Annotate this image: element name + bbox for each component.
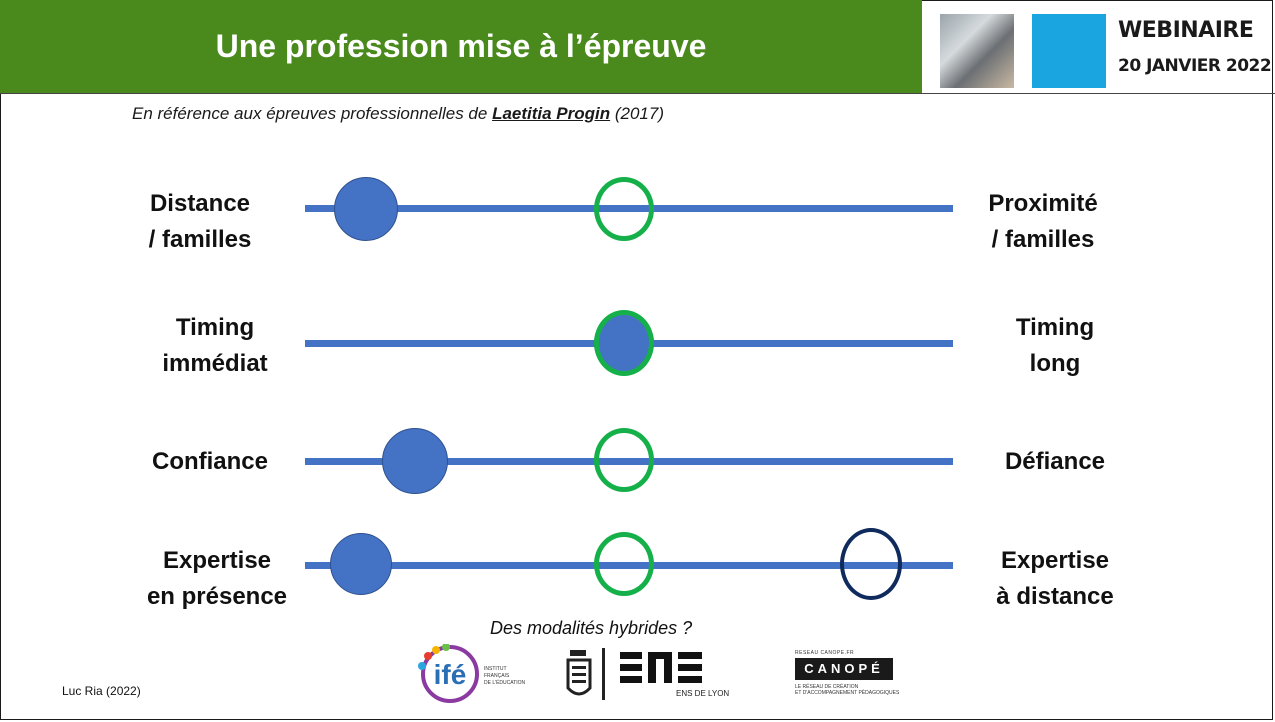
header-divider: [0, 93, 1275, 94]
scale-3-right-line1: Défiance: [1004, 448, 1106, 475]
scale-1-position-dot: [334, 177, 398, 241]
scale-2-right-line2: long: [1029, 350, 1081, 377]
scale-4-position-dot: [330, 533, 392, 595]
ife-caption-line1: INSTITUT: [484, 666, 507, 672]
universite-de-lyon-logo: [560, 646, 616, 709]
scale-1-left-line1: Distance: [149, 190, 251, 217]
scale-3-left-label: Confiance: [130, 444, 290, 480]
slide-title: Une profession mise à l’épreuve: [215, 28, 707, 64]
scale-1-right-line2: / familles: [991, 226, 1095, 253]
scale-1-right-line1: Proximité: [988, 190, 1098, 217]
canope-caption-line2: ET D'ACCOMPAGNEMENT PÉDAGOGIQUES: [795, 690, 900, 696]
author-credit: Luc Ria (2022): [62, 684, 141, 698]
scale-1-left-label: Distance / familles: [130, 186, 270, 258]
scale-2-left-line2: immédiat: [162, 350, 268, 377]
scale-4-right-line2: à distance: [996, 583, 1114, 610]
scale-3-left-line1: Confiance: [151, 448, 268, 475]
scale-4-right-label: Expertise à distance: [980, 543, 1130, 615]
canope-caption: LE RÉSEAU DE CRÉATION ET D'ACCOMPAGNEMEN…: [795, 684, 899, 696]
canope-top-line: RESEAU CANOPE.FR: [795, 650, 855, 656]
scale-1-target-ring: [594, 177, 654, 241]
canope-wordmark: CANOPÉ: [795, 658, 893, 680]
scale-4-target-ring: [594, 532, 654, 596]
hybrid-question: Des modalités hybrides ?: [490, 618, 693, 638]
scale-1-right-label: Proximité / familles: [968, 186, 1118, 258]
scale-4-left-line1: Expertise: [162, 547, 272, 574]
scale-4-left-label: Expertise en présence: [132, 543, 302, 615]
ens-lyon-logo: [620, 650, 730, 691]
scale-3-position-dot: [382, 428, 448, 494]
scale-4-alternate-ring: [840, 528, 902, 600]
webinar-color-block: [1032, 14, 1106, 88]
reference-subtitle: En référence aux épreuves professionnell…: [132, 104, 664, 124]
ife-caption-line2: FRANÇAIS: [484, 673, 510, 679]
webinar-date: 20 JANVIER 2022: [1118, 56, 1272, 76]
scale-4-left-line2: en présence: [146, 583, 288, 610]
ife-caption-line3: DE L'ÉDUCATION: [484, 679, 526, 686]
canope-caption-line1: LE RÉSEAU DE CRÉATION: [795, 684, 859, 690]
scale-2-right-line1: Timing: [1015, 314, 1095, 341]
ens-lyon-caption: ENS DE LYON: [676, 689, 730, 698]
scale-3-target-ring: [594, 428, 654, 492]
title-bar: Une profession mise à l’épreuve: [0, 0, 922, 93]
scale-2-left-label: Timing immédiat: [140, 310, 290, 382]
scale-2-right-label: Timing long: [990, 310, 1120, 382]
webinar-photo-thumbnail: [940, 14, 1014, 88]
scale-2-target-ring: [594, 310, 654, 376]
ife-logo: ifé INSTITUT FRANÇAIS DE L'ÉDUCATION: [414, 643, 554, 709]
subtitle-suffix: (2017): [610, 104, 665, 123]
scale-3-right-label: Défiance: [985, 444, 1125, 480]
subtitle-author: Laetitia Progin: [492, 104, 611, 123]
canope-logo: RESEAU CANOPE.FR CANOPÉ LE RÉSEAU DE CRÉ…: [795, 650, 899, 696]
subtitle-prefix: En référence aux épreuves professionnell…: [132, 104, 493, 123]
webinar-label: WEBINAIRE: [1118, 18, 1254, 43]
scale-2-left-line1: Timing: [175, 314, 255, 341]
scale-1-left-line2: / familles: [148, 226, 252, 253]
ife-logo-letters: ifé: [434, 659, 467, 690]
scale-4-right-line1: Expertise: [1000, 547, 1110, 574]
